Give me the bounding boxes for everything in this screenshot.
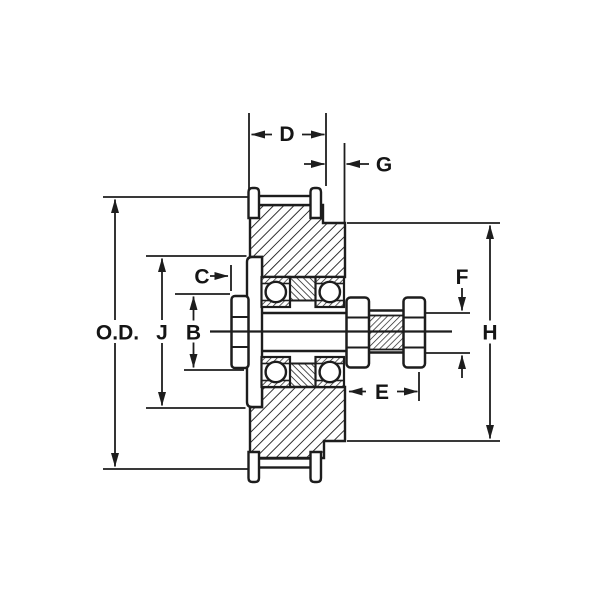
dim-g (304, 143, 369, 222)
bearing-upper (260, 275, 346, 309)
sprocket-body-lower (248, 385, 347, 460)
dim-e (348, 372, 420, 401)
dim-d (248, 113, 327, 190)
bearing-lower (260, 355, 346, 389)
dim-label-b: B (186, 322, 201, 345)
dim-label-f: F (456, 266, 469, 289)
ball-bearing (264, 360, 288, 384)
sprocket-body-upper (248, 203, 347, 279)
flange-top-left (247, 186, 261, 220)
dim-f (424, 288, 470, 378)
flange-bottom-right (309, 450, 323, 484)
dim-label-j: J (156, 322, 168, 345)
dim-label-e: E (375, 381, 389, 404)
ball-bearing (318, 280, 342, 304)
dim-c (210, 265, 232, 291)
dim-label-c: C (194, 266, 209, 289)
label-mask (153, 320, 171, 343)
dimension-labels: O.D. J B C D G F H E (96, 123, 499, 404)
label-mask (96, 320, 140, 343)
dim-label-od: O.D. (96, 322, 139, 345)
ball-bearing (318, 360, 342, 384)
sprocket-assembly (210, 186, 452, 484)
dimension-lines (103, 113, 500, 470)
dim-label-g: G (376, 154, 392, 177)
label-mask (373, 381, 391, 402)
flange-top-right (309, 186, 323, 220)
flange-bottom-left (247, 450, 261, 484)
dim-label-h: H (482, 322, 497, 345)
ball-bearing (264, 280, 288, 304)
label-mask (185, 320, 202, 343)
label-mask (481, 320, 499, 344)
dim-label-d: D (279, 123, 294, 146)
